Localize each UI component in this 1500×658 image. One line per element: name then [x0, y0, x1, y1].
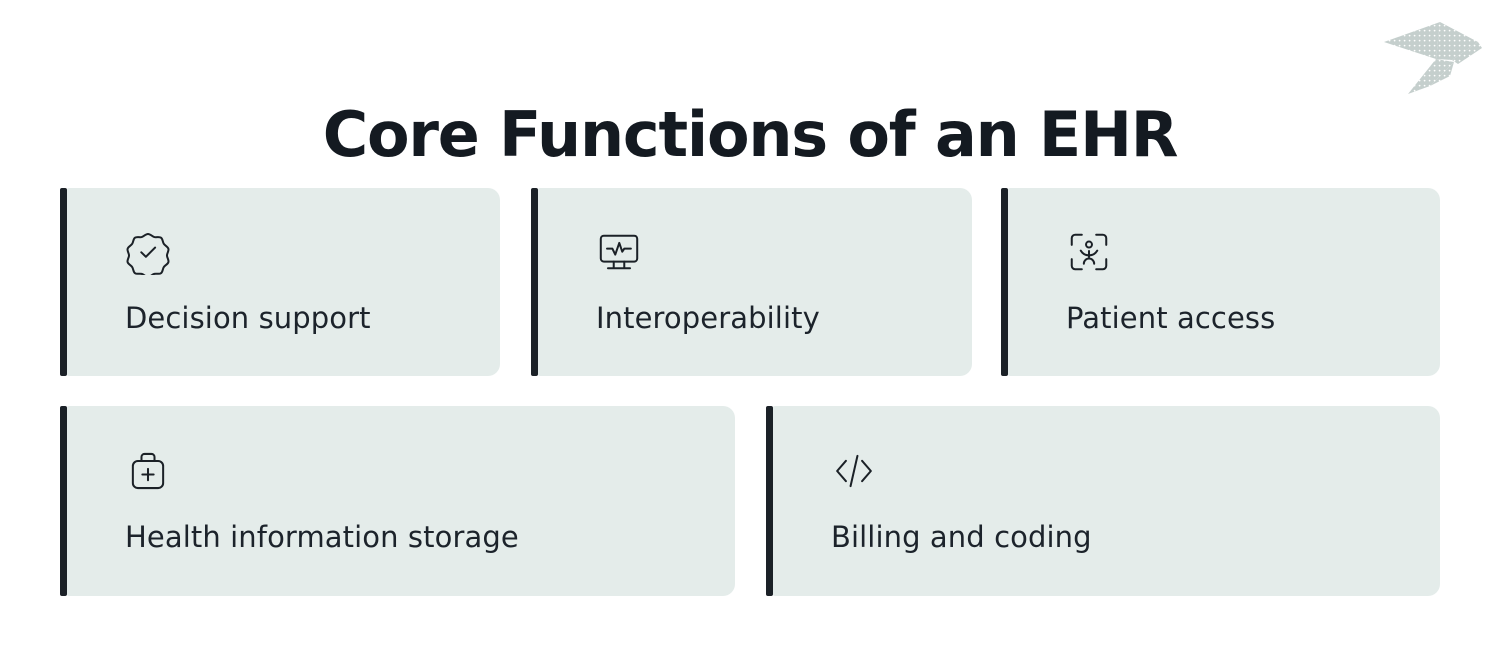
card-label: Health information storage — [125, 520, 519, 554]
card-patient-access[interactable]: Patient access — [1001, 188, 1440, 376]
card-billing-and-coding[interactable]: Billing and coding — [766, 406, 1440, 596]
card-accent-bar — [60, 188, 67, 376]
card-accent-bar — [1001, 188, 1008, 376]
card-body: Billing and coding — [773, 406, 1440, 596]
card-body: Health information storage — [67, 406, 735, 596]
card-decision-support[interactable]: Decision support — [60, 188, 500, 376]
badge-check-icon — [125, 229, 171, 275]
card-accent-bar — [766, 406, 773, 596]
card-accent-bar — [60, 406, 67, 596]
card-body: Patient access — [1008, 188, 1440, 376]
card-accent-bar — [531, 188, 538, 376]
card-label: Billing and coding — [831, 520, 1092, 554]
card-label: Patient access — [1066, 301, 1276, 335]
card-label: Interoperability — [596, 301, 820, 335]
monitor-heartbeat-icon — [596, 229, 642, 275]
card-body: Decision support — [67, 188, 500, 376]
code-brackets-icon — [831, 448, 877, 494]
card-health-information-storage[interactable]: Health information storage — [60, 406, 735, 596]
origami-bird-icon — [1378, 14, 1488, 96]
card-interoperability[interactable]: Interoperability — [531, 188, 972, 376]
card-label: Decision support — [125, 301, 371, 335]
page-title: Core Functions of an EHR — [322, 97, 1179, 171]
medical-briefcase-plus-icon — [125, 448, 171, 494]
person-scan-frame-icon — [1066, 229, 1112, 275]
card-body: Interoperability — [538, 188, 972, 376]
